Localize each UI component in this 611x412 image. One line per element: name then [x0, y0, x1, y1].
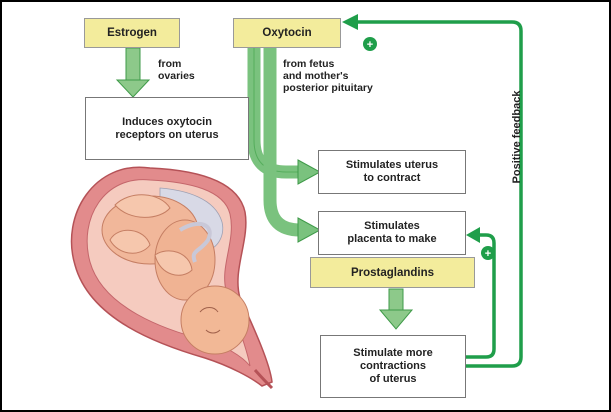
induces-line-2: receptors on uterus: [115, 129, 218, 142]
plus-sign-top: +: [367, 39, 373, 51]
prostaglandins-label: Prostaglandins: [351, 267, 434, 279]
from-fetus-line-2: and mother's: [283, 70, 373, 82]
stimulates-uterus-line-2: to contract: [364, 172, 421, 185]
plus-sign-bottom: +: [485, 248, 491, 260]
oxytocin-box: Oxytocin: [233, 18, 341, 48]
plus-badge-bottom: +: [481, 246, 495, 260]
from-ovaries-line-2: ovaries: [158, 70, 195, 82]
stimulates-placenta-line-2: placenta to make: [347, 233, 436, 246]
oxytocin-label: Oxytocin: [262, 27, 311, 39]
stimulates-placenta-box: Stimulates placenta to make: [318, 211, 466, 255]
estrogen-arrow: [117, 48, 149, 97]
induces-line-1: Induces oxytocin: [122, 116, 212, 129]
estrogen-label: Estrogen: [107, 27, 157, 39]
more-contractions-box: Stimulate more contractions of uterus: [320, 335, 466, 398]
induces-receptors-box: Induces oxytocin receptors on uterus: [85, 97, 249, 160]
from-fetus-line-1: from fetus: [283, 58, 373, 70]
stimulates-placenta-line-1: Stimulates: [364, 220, 420, 233]
pregnant-uterus-illustration: [72, 167, 272, 388]
more-contractions-line-1: Stimulate more: [353, 347, 432, 360]
from-ovaries-line-1: from: [158, 58, 195, 70]
more-contractions-line-3: of uterus: [369, 373, 416, 386]
stimulates-uterus-line-1: Stimulates uterus: [346, 159, 438, 172]
prostaglandins-box: Prostaglandins: [310, 257, 475, 288]
more-contractions-line-2: contractions: [360, 360, 426, 373]
estrogen-box: Estrogen: [84, 18, 180, 48]
positive-feedback-label: Positive feedback: [511, 82, 525, 192]
from-ovaries-note: from ovaries: [158, 58, 195, 82]
plus-badge-top: +: [363, 37, 377, 51]
from-fetus-line-3: posterior pituitary: [283, 82, 373, 94]
stimulates-uterus-box: Stimulates uterus to contract: [318, 150, 466, 194]
prostaglandins-arrow: [380, 289, 412, 329]
from-fetus-note: from fetus and mother's posterior pituit…: [283, 58, 373, 94]
